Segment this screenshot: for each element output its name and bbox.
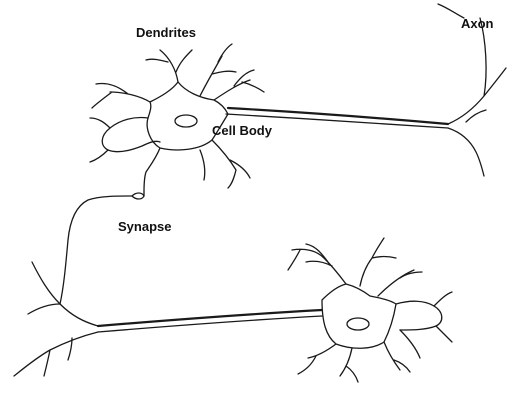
lower-dendrite <box>288 249 324 270</box>
upper-dendrite <box>92 83 150 108</box>
upper-dendrite <box>146 50 192 82</box>
lower-dendrite <box>298 344 336 374</box>
upper-cell-body-outline <box>147 82 228 150</box>
upper-dendrite <box>200 150 205 180</box>
lower-dendrite <box>360 238 396 286</box>
lower-dendrite <box>378 270 422 296</box>
upper-dendrite <box>102 117 160 151</box>
dendrites-label: Dendrites <box>136 26 196 39</box>
synapse-junction <box>60 192 144 304</box>
cell-body-label: Cell Body <box>212 124 272 137</box>
lower-dendrite <box>306 244 346 284</box>
upper-axon-terminal <box>448 128 484 176</box>
axon-label: Axon <box>461 17 494 30</box>
lower-dendrite <box>434 292 452 342</box>
lower-axon-terminal <box>28 304 60 314</box>
upper-axon-terminal <box>448 18 506 124</box>
lower-dendrite <box>400 330 420 358</box>
lower-axon-terminal <box>44 350 50 376</box>
synapse-knob <box>132 193 144 199</box>
upper-dendrite <box>144 148 160 192</box>
lower-dendrite <box>340 348 358 382</box>
upper-dendrite <box>200 44 236 96</box>
lower-cell-body-outline <box>322 284 396 348</box>
lower-neuron <box>14 238 452 382</box>
lower-dendrite <box>384 342 410 372</box>
upper-dendrite <box>214 70 264 100</box>
lower-nucleus <box>347 318 369 330</box>
upper-dendrite <box>212 140 250 188</box>
lower-axon-terminal <box>14 332 98 376</box>
synapse-label: Synapse <box>118 220 171 233</box>
upper-dendrite <box>90 118 110 162</box>
upper-nucleus <box>175 115 197 127</box>
lower-dendrite-to-synapse <box>60 196 132 304</box>
